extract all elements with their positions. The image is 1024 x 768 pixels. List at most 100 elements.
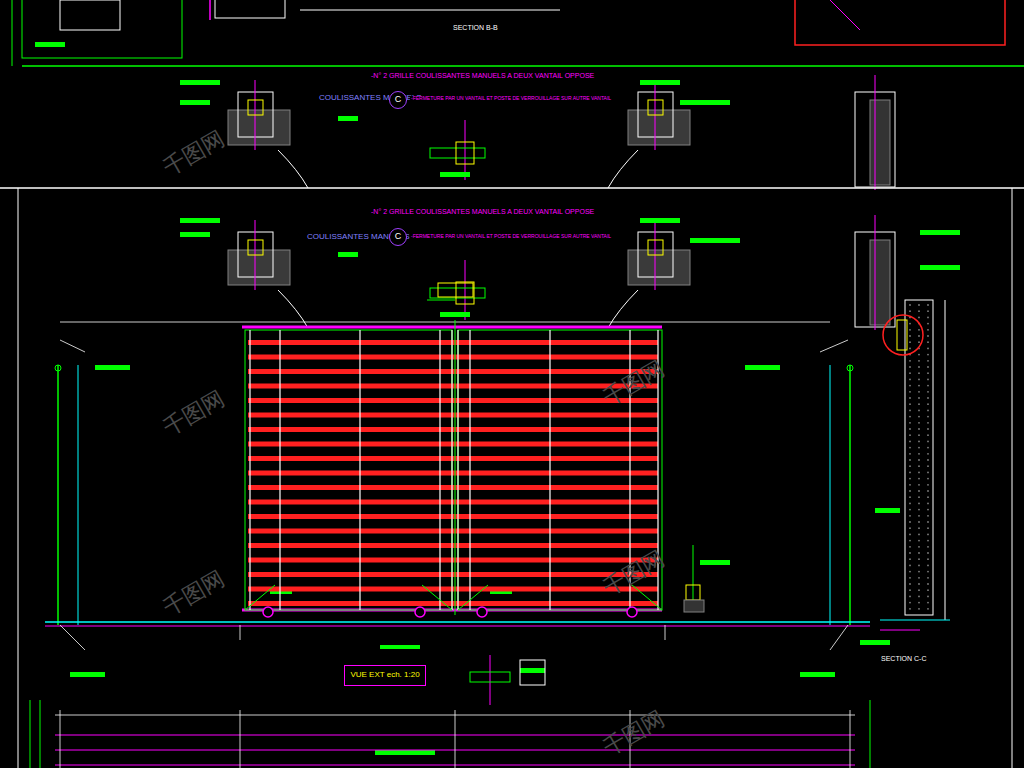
hatch-dot (927, 304, 929, 306)
hatch-dot (918, 428, 920, 430)
axis-line (875, 215, 876, 330)
upright (451, 330, 452, 610)
hatch-dot (909, 552, 911, 554)
slat (248, 601, 658, 606)
hatch-dot (918, 447, 920, 449)
dimension-line (945, 300, 946, 620)
post-cap (55, 365, 61, 371)
dimension-line (40, 700, 41, 768)
label-patch (375, 750, 435, 755)
hatch-dot (918, 434, 920, 436)
hatch-dot (927, 385, 929, 387)
drawing-note: -N° 2 GRILLE COULISSANTES MANUELS A DEUX… (370, 72, 595, 80)
label-patch (920, 265, 960, 270)
hatch-dot (918, 341, 920, 343)
slats (248, 340, 658, 606)
hatch-dot (909, 496, 911, 498)
section-detail (870, 100, 890, 185)
watermark: 千图网 (158, 385, 230, 441)
hatch-dot (927, 348, 929, 350)
hatch-dot (918, 397, 920, 399)
drawing-note: SECTION B-B (452, 24, 499, 32)
hatch-dot (909, 558, 911, 560)
wheel (415, 607, 425, 617)
hatch-dot (927, 558, 929, 560)
dimension-line (60, 322, 830, 323)
hatch-dot (918, 310, 920, 312)
hatch-dot (909, 366, 911, 368)
hatch-dot (918, 540, 920, 542)
slat (248, 340, 658, 345)
axis-line (465, 120, 466, 180)
hatch-dot (918, 596, 920, 598)
node-text: VUE EXT ech. 1:20 (350, 671, 419, 680)
hatch-dot (909, 372, 911, 374)
profile (248, 240, 263, 255)
hatch-dot (927, 335, 929, 337)
profile (648, 100, 663, 115)
hatch-dot (927, 546, 929, 548)
label-patch (680, 100, 730, 105)
hatch-dot (909, 596, 911, 598)
leader-line (60, 340, 85, 352)
detail-frame (22, 0, 182, 58)
post (849, 365, 851, 625)
footing (684, 600, 704, 612)
hatch-dot (918, 577, 920, 579)
sheet-border (1012, 188, 1013, 768)
label-patch (520, 668, 545, 673)
hatch-dot (927, 354, 929, 356)
hatch-dot (927, 589, 929, 591)
slat (248, 427, 658, 432)
hatch-dot (909, 422, 911, 424)
slat (248, 514, 658, 519)
axis-line (465, 260, 466, 320)
hatch-dot (909, 515, 911, 517)
node-text: C (395, 95, 402, 105)
bolt-plate (686, 585, 700, 600)
hatch-dot (909, 385, 911, 387)
hatch-dot (909, 465, 911, 467)
view-title-box: VUE EXT ech. 1:20 (344, 665, 426, 686)
node-text: C (395, 232, 402, 242)
detail-line (209, 0, 211, 20)
dimension-line (240, 625, 241, 640)
dimension-tick (455, 710, 456, 768)
lock-detail (430, 148, 485, 158)
hatch-dot (909, 397, 911, 399)
hatch-dot (909, 379, 911, 381)
hatch-dot (909, 459, 911, 461)
hatching (909, 304, 929, 610)
hatch-dot (909, 441, 911, 443)
hatch-dot (927, 459, 929, 461)
hatch-dot (918, 496, 920, 498)
hatch-dot (909, 577, 911, 579)
hatch-dot (927, 416, 929, 418)
wheel (627, 607, 637, 617)
hatch-dot (918, 304, 920, 306)
hatch-dot (927, 360, 929, 362)
label-patch (338, 116, 358, 121)
drawing-note: -FERMETURE PAR UN VANTAIL ET POSTE DE VE… (410, 234, 612, 240)
hatch-dot (909, 521, 911, 523)
hatch-dot (909, 329, 911, 331)
hatch-dot (927, 565, 929, 567)
hatch-dot (918, 360, 920, 362)
hatch-dot (918, 583, 920, 585)
ground-line (880, 630, 920, 631)
axis-line (875, 75, 876, 190)
hatch-dot (927, 323, 929, 325)
brace (245, 585, 275, 610)
hatch-dot (918, 372, 920, 374)
hatch-dot (918, 546, 920, 548)
guide-detail (470, 672, 510, 682)
hatch-dot (909, 472, 911, 474)
hatch-dot (909, 602, 911, 604)
label-patch (35, 42, 65, 47)
label-patch (920, 230, 960, 235)
label-patch (690, 238, 740, 243)
upright (249, 330, 250, 610)
dimension-line (665, 625, 666, 640)
hatch-dot (909, 360, 911, 362)
